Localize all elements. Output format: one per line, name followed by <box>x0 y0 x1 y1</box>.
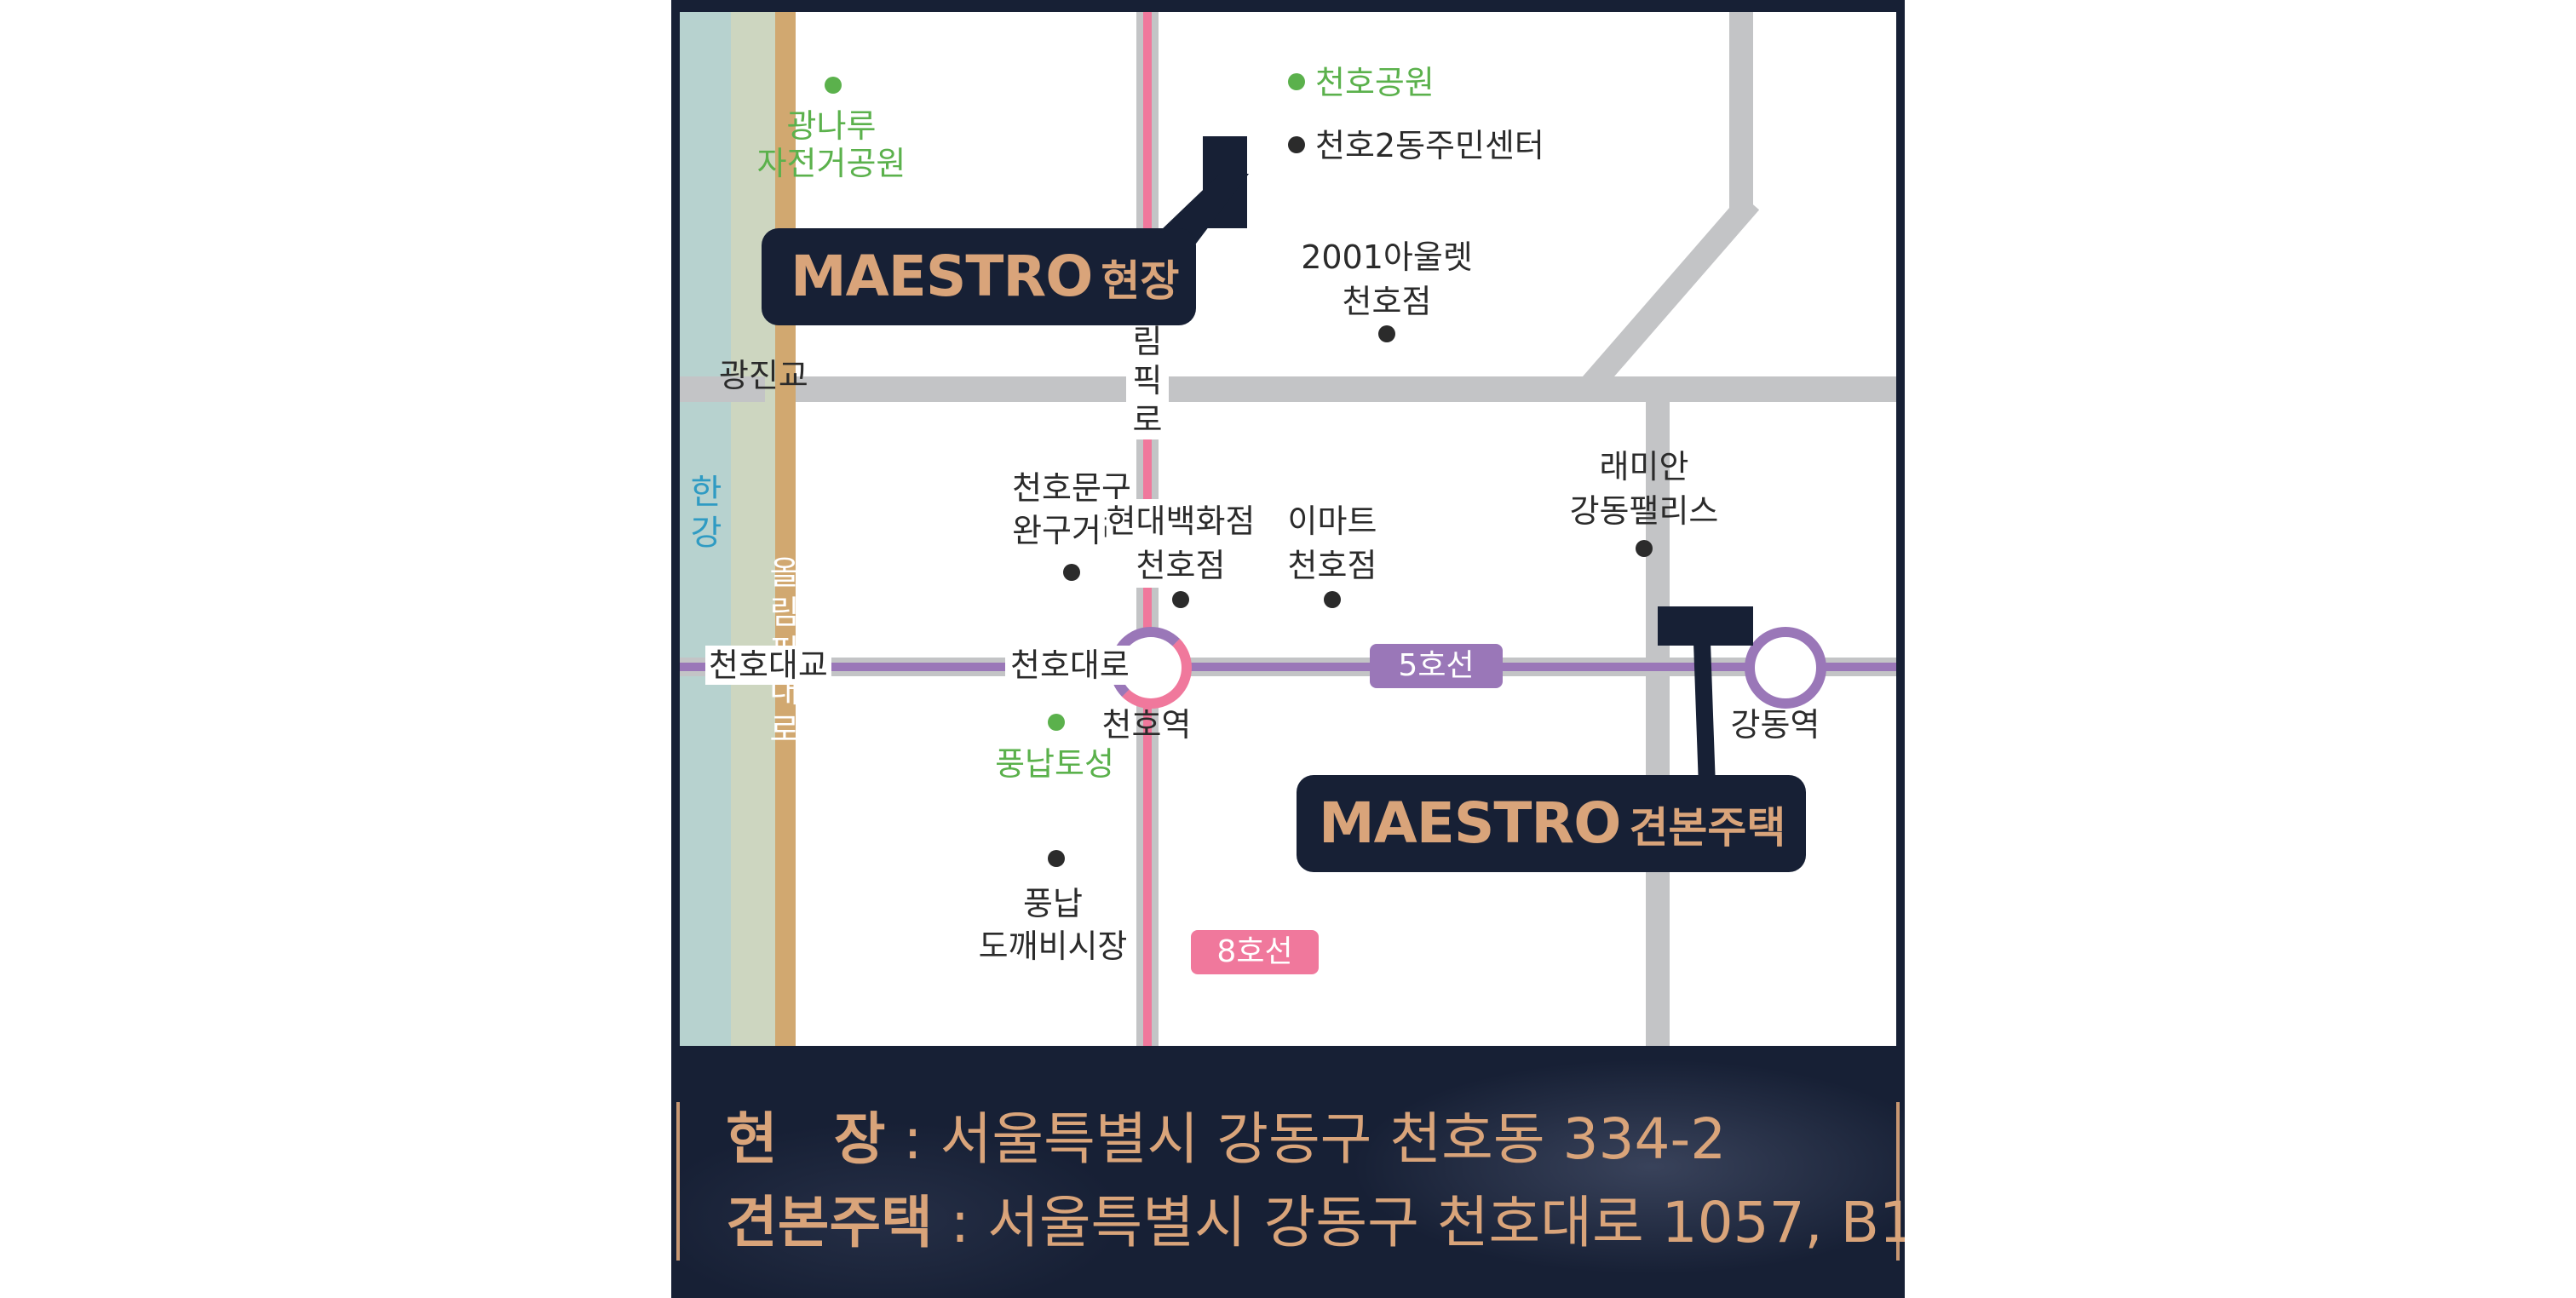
gwangjingyo-label: 광진교 <box>719 357 808 394</box>
location-map[interactable]: 5호선 8호선 광나루 자전거공원 광진교 한강 올림픽대로 천호대교 천호대로… <box>680 12 1896 1046</box>
model-house-callout-suffix: 견본주택 <box>1629 803 1786 853</box>
site-callout-suffix: 현장 <box>1101 256 1180 306</box>
cheonho-daero-label: 천호대로 <box>1005 646 1135 685</box>
hyundai-dept-label: 현대백화점 천호점 <box>1106 499 1256 588</box>
outlet-label: 2001아울렛 천호점 <box>1301 238 1473 320</box>
emart-dot <box>1324 591 1341 608</box>
community-center-label: 천호2동주민센터 <box>1315 127 1544 164</box>
model-house-address-key: 견본주택 <box>726 1190 933 1255</box>
gangdong-station-marker[interactable] <box>1745 627 1826 709</box>
address-right-bar <box>1896 1102 1900 1261</box>
outlet-dot <box>1378 325 1395 342</box>
raemian-label: 래미안 강동팰리스 <box>1569 448 1719 530</box>
riverbank-park <box>731 12 775 1046</box>
address-panel: 현 장 : 서울특별시 강동구 천호동 334-2 견본주택 : 서울특별시 강… <box>671 1048 1905 1298</box>
site-address-row: 현 장 : 서울특별시 강동구 천호동 334-2 <box>726 1106 1726 1174</box>
diagonal-road <box>1575 194 1760 400</box>
cheonho-park-dot <box>1288 73 1305 90</box>
cheonho-park-label: 천호공원 <box>1315 64 1435 101</box>
model-house-callout-brand: MAESTRO <box>1319 790 1621 856</box>
line5-badge: 5호선 <box>1370 644 1503 688</box>
address-left-bar <box>676 1102 680 1261</box>
northeast-road-vertical <box>1729 12 1753 208</box>
raemian-dot <box>1636 540 1653 557</box>
cheonho-station-label: 천호역 <box>1101 706 1192 744</box>
gangdong-station-label: 강동역 <box>1730 706 1820 744</box>
cheonhodaero-west-road <box>796 376 1153 402</box>
model-house-marker[interactable] <box>1658 606 1753 646</box>
pungnap-toseong-dot <box>1048 714 1065 731</box>
site-address-key: 현 장 <box>726 1106 886 1172</box>
site-address-value: 서울특별시 강동구 천호동 334-2 <box>940 1106 1727 1172</box>
cheonho-daegyo-label: 천호대교 <box>705 646 831 685</box>
gwangjingyo-road <box>680 376 765 402</box>
pungnap-toseong-label: 풍납토성 <box>995 745 1114 783</box>
site-callout-brand: MAESTRO <box>791 244 1093 309</box>
map-frame: 5호선 8호선 광나루 자전거공원 광진교 한강 올림픽대로 천호대교 천호대로… <box>671 0 1905 1298</box>
pungnap-market-label: 풍납 도깨비시장 <box>978 885 1128 965</box>
hyundai-dot <box>1172 591 1189 608</box>
north-road-east <box>1147 376 1896 402</box>
stationery-dot <box>1063 564 1080 581</box>
emart-label: 이마트 천호점 <box>1287 503 1377 584</box>
gwangnaru-park-label: 광나루 자전거공원 <box>756 107 906 182</box>
footer-background <box>671 1048 1905 1298</box>
han-river <box>680 12 731 1046</box>
model-house-address-sep: : <box>932 1190 988 1255</box>
olympic-daero-road <box>775 12 796 1046</box>
model-house-callout-pointer <box>1693 642 1716 787</box>
line5-line <box>680 663 1896 671</box>
line8-badge: 8호선 <box>1191 930 1319 974</box>
gwangnaru-park-dot <box>825 77 842 94</box>
model-house-address-row: 견본주택 : 서울특별시 강동구 천호대로 1057, B1 <box>726 1189 1905 1257</box>
model-house-address-value: 서울특별시 강동구 천호대로 1057, B1 <box>987 1190 1905 1255</box>
site-address-sep: : <box>885 1106 940 1172</box>
east-road-vertical <box>1646 387 1670 1046</box>
han-river-label: 한강 <box>690 473 722 553</box>
community-center-dot <box>1288 136 1305 153</box>
pungnap-market-dot <box>1048 850 1065 867</box>
